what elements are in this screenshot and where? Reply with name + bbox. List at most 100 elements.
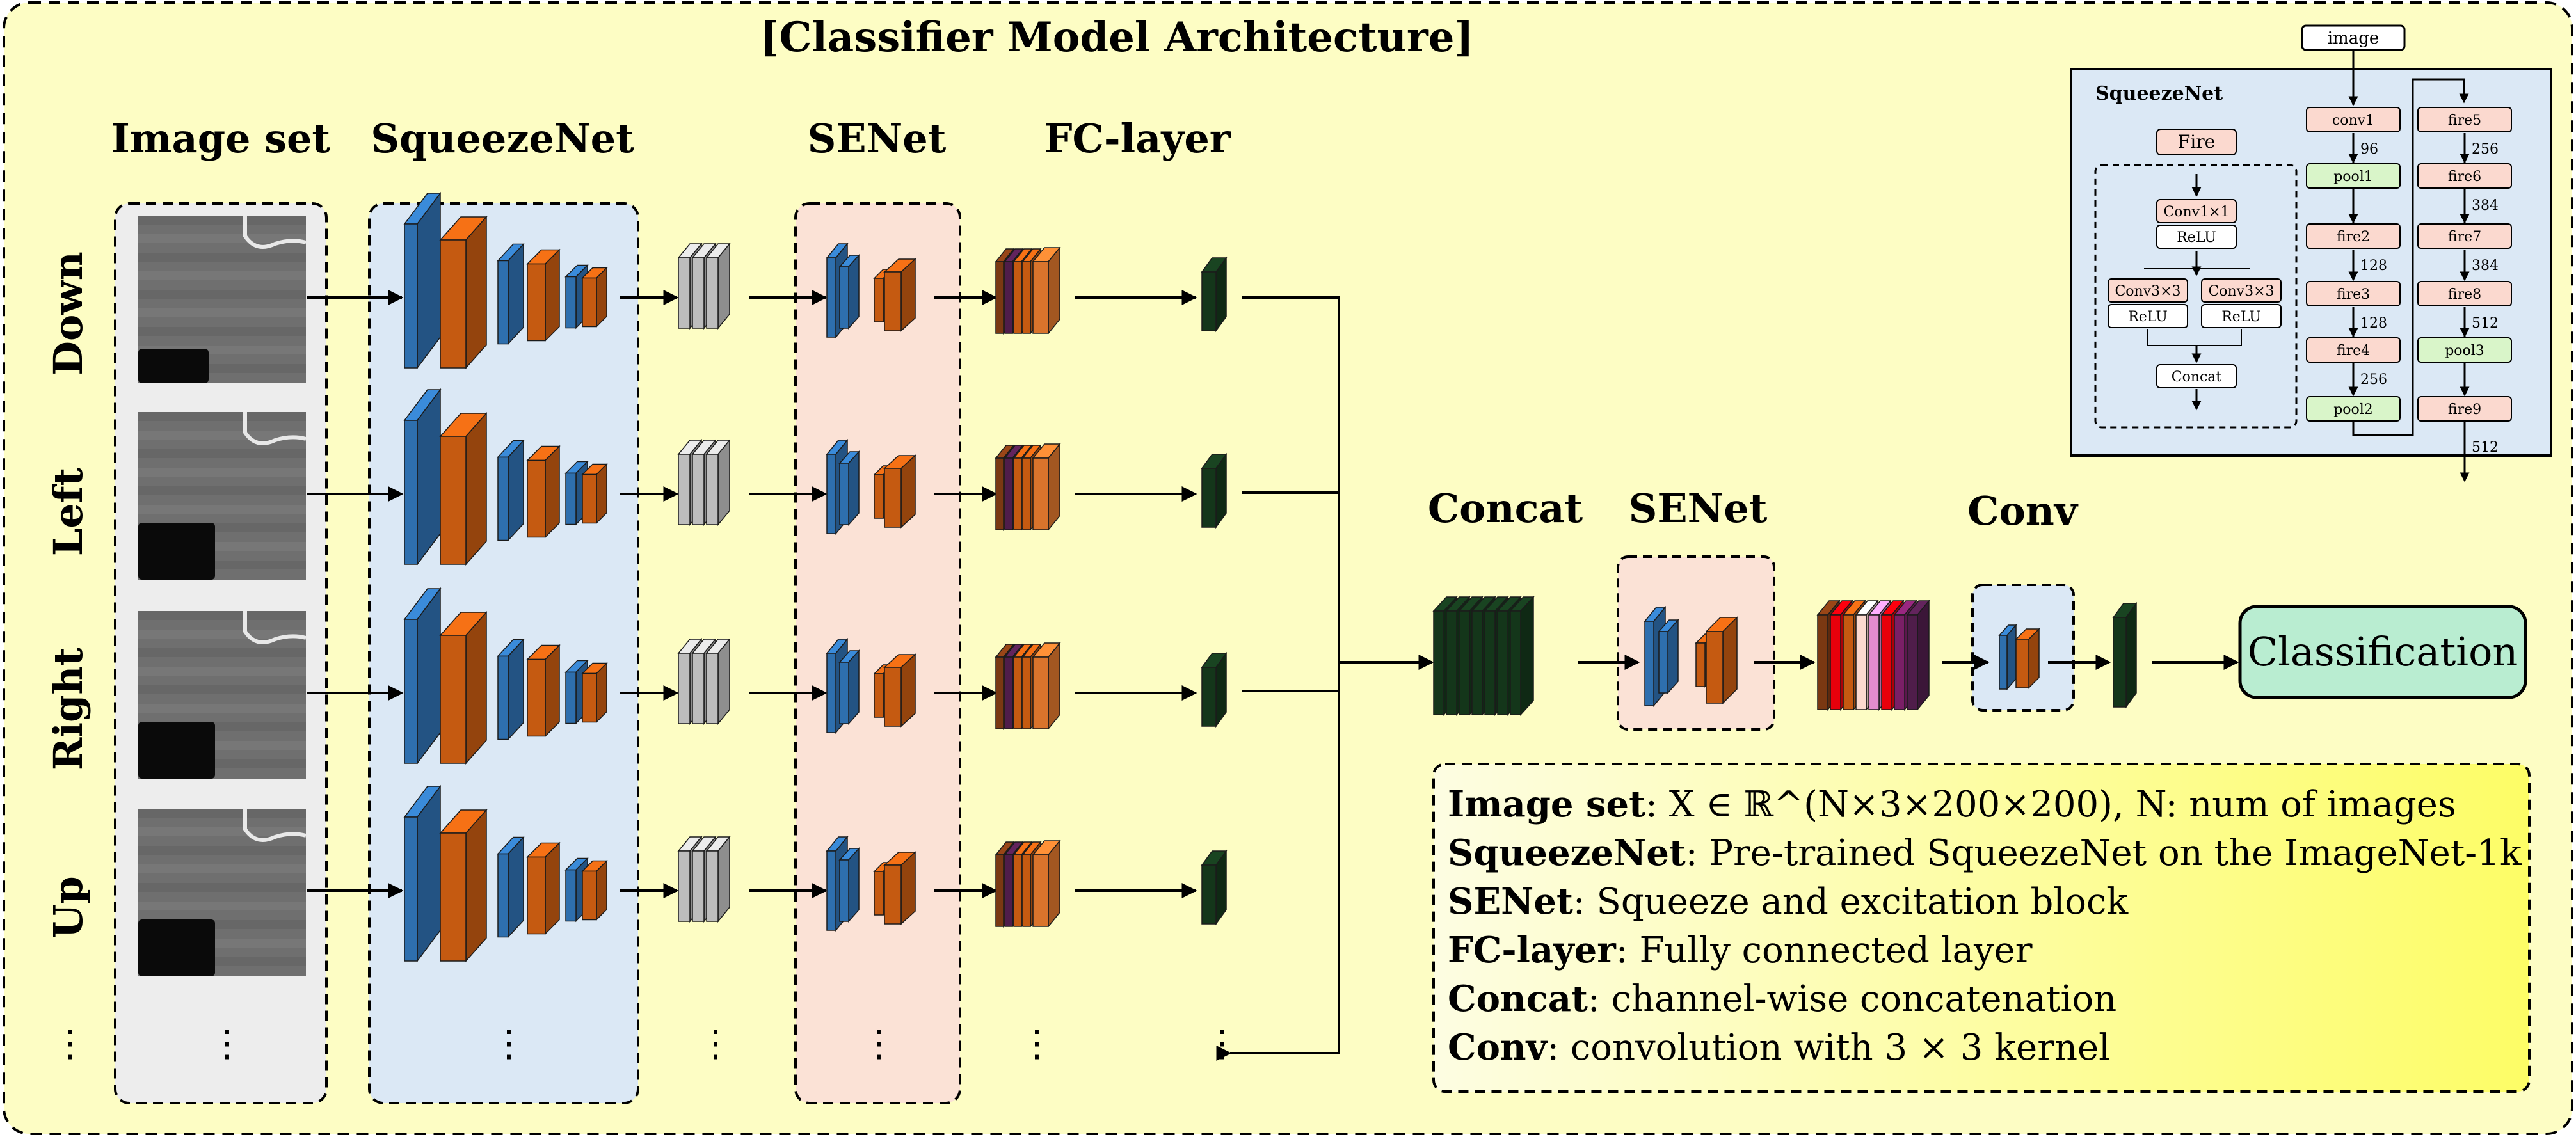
fc-output-channel-front xyxy=(1907,614,1918,710)
squeezenet-layer xyxy=(439,216,488,369)
squeezenet-layer-front xyxy=(404,420,418,565)
senet-layer-side xyxy=(900,653,916,728)
inset-node-fire4 xyxy=(2306,337,2401,363)
gray-feature-map-front xyxy=(678,653,691,724)
squeezenet-layer-front xyxy=(497,260,509,345)
senet-layer-front xyxy=(874,474,884,519)
inset-node-pool3-label: pool3 xyxy=(2445,343,2484,359)
squeezenet-stack xyxy=(403,191,608,370)
squeezenet-layer-front xyxy=(565,869,577,922)
fc-stack xyxy=(995,641,1061,731)
thumbnail-texture xyxy=(138,902,306,910)
thumbnail-texture xyxy=(138,827,306,836)
fc-layer-front xyxy=(1013,261,1022,334)
conv-layer-front xyxy=(2015,639,2029,688)
gray-feature-map-front xyxy=(678,850,691,922)
concat-channel-front xyxy=(1459,610,1470,715)
squeezenet-layer-front xyxy=(497,853,509,938)
fc-output-channel-front xyxy=(1868,614,1880,710)
row-label-down: Down xyxy=(45,251,92,376)
thumbnail-edge xyxy=(243,412,307,445)
squeezenet-layer xyxy=(581,463,608,525)
squeezenet-layer-side xyxy=(465,611,487,765)
squeezenet-layer xyxy=(439,611,488,765)
squeezenet-layer xyxy=(439,809,488,962)
legend-term: Conv xyxy=(1448,1026,1548,1069)
fc-layer-front xyxy=(995,854,1004,927)
ellipsis-squeezenet: ⋮ xyxy=(490,1021,527,1065)
senet-layer-front xyxy=(884,468,902,528)
inset-node-pool2-label: pool2 xyxy=(2333,402,2373,418)
senet-lower-layer xyxy=(1658,619,1679,694)
gray-feature-map xyxy=(705,637,731,726)
senet-panel xyxy=(794,202,961,1104)
inset-node-fire6-label: fire6 xyxy=(2448,169,2481,185)
inset-node-fire9 xyxy=(2417,396,2512,422)
inset-channel-count: 96 xyxy=(2360,141,2378,157)
output-feature-front xyxy=(1201,667,1217,727)
senet-layer-front xyxy=(839,463,849,525)
fc-layer-side xyxy=(1048,839,1060,928)
squeezenet-layer-front xyxy=(527,263,546,342)
senet-layer-side xyxy=(900,851,916,925)
concat-channel-front xyxy=(1446,610,1457,715)
squeezenet-layer-side xyxy=(596,859,607,921)
fire-label-node xyxy=(2156,129,2237,155)
fire-label: Fire xyxy=(2178,131,2215,152)
squeezenet-layer-side xyxy=(508,638,524,741)
legend-sep: : xyxy=(1573,881,1597,923)
thumbnail-dark-region xyxy=(138,523,215,580)
squeezenet-layer-side xyxy=(596,266,607,328)
thumbnail-texture xyxy=(138,846,306,855)
senet-lower-layer-front xyxy=(1644,621,1654,706)
inset-node-fire8 xyxy=(2417,281,2512,306)
squeezenet-layer-side xyxy=(508,243,524,346)
row-label-left: Left xyxy=(45,467,92,556)
inset-channel-count: 256 xyxy=(2472,141,2499,157)
squeezenet-layer-front xyxy=(527,459,546,538)
senet-layer-front xyxy=(826,653,836,733)
gray-feature-map xyxy=(705,242,731,330)
senet-lower-layer-side xyxy=(1722,616,1738,704)
fc-output-channel-front xyxy=(1830,614,1841,710)
senet-layer-front xyxy=(884,271,902,331)
row-left xyxy=(138,388,1228,580)
squeezenet-layer-side xyxy=(417,191,441,370)
gray-feature-map-front xyxy=(706,653,719,724)
inset-channel-count: 128 xyxy=(2360,258,2387,274)
gray-feature-map-side xyxy=(717,835,730,923)
senet-layer xyxy=(883,258,916,332)
fc-output-channel-side xyxy=(1917,599,1930,712)
senet-layer-side xyxy=(848,254,860,330)
fc-layer-front xyxy=(1022,457,1031,530)
final-feature xyxy=(2112,601,2138,709)
thumbnail-texture xyxy=(138,271,306,280)
gray-feature-map-side xyxy=(717,637,730,726)
fc-layer-front xyxy=(1032,457,1049,530)
final-feature-side xyxy=(2125,601,2137,709)
legend-term: SENet xyxy=(1448,880,1573,923)
squeezenet-layer-side xyxy=(508,836,524,939)
squeezenet-layer-front xyxy=(440,436,467,565)
squeezenet-layer-front xyxy=(497,456,509,541)
concat-channel-front xyxy=(1510,610,1521,715)
feature-stack-gray xyxy=(677,637,731,726)
squeezenet-layer-front xyxy=(582,672,597,723)
thumbnail-dark-region xyxy=(138,349,209,383)
fc-output-channel-front xyxy=(1855,614,1867,710)
ellipsis-fc-layer: ⋮ xyxy=(1018,1021,1055,1065)
thumbnail-texture xyxy=(138,505,306,514)
squeezenet-layer-front xyxy=(404,816,418,962)
fire-conv1x1 xyxy=(2156,199,2237,223)
thumbnail-texture xyxy=(138,449,306,458)
squeezenet-layer-front xyxy=(440,635,467,764)
legend-term: Concat xyxy=(1448,978,1588,1020)
thumbnail-texture xyxy=(138,630,306,639)
senet-layer-front xyxy=(884,667,902,727)
gray-feature-map-front xyxy=(706,850,719,922)
squeezenet-layer-front xyxy=(497,655,509,740)
thumbnail-texture xyxy=(138,290,306,299)
squeezenet-layer xyxy=(497,243,525,346)
fc-layer xyxy=(1032,246,1061,335)
squeezenet-layer xyxy=(526,644,561,738)
